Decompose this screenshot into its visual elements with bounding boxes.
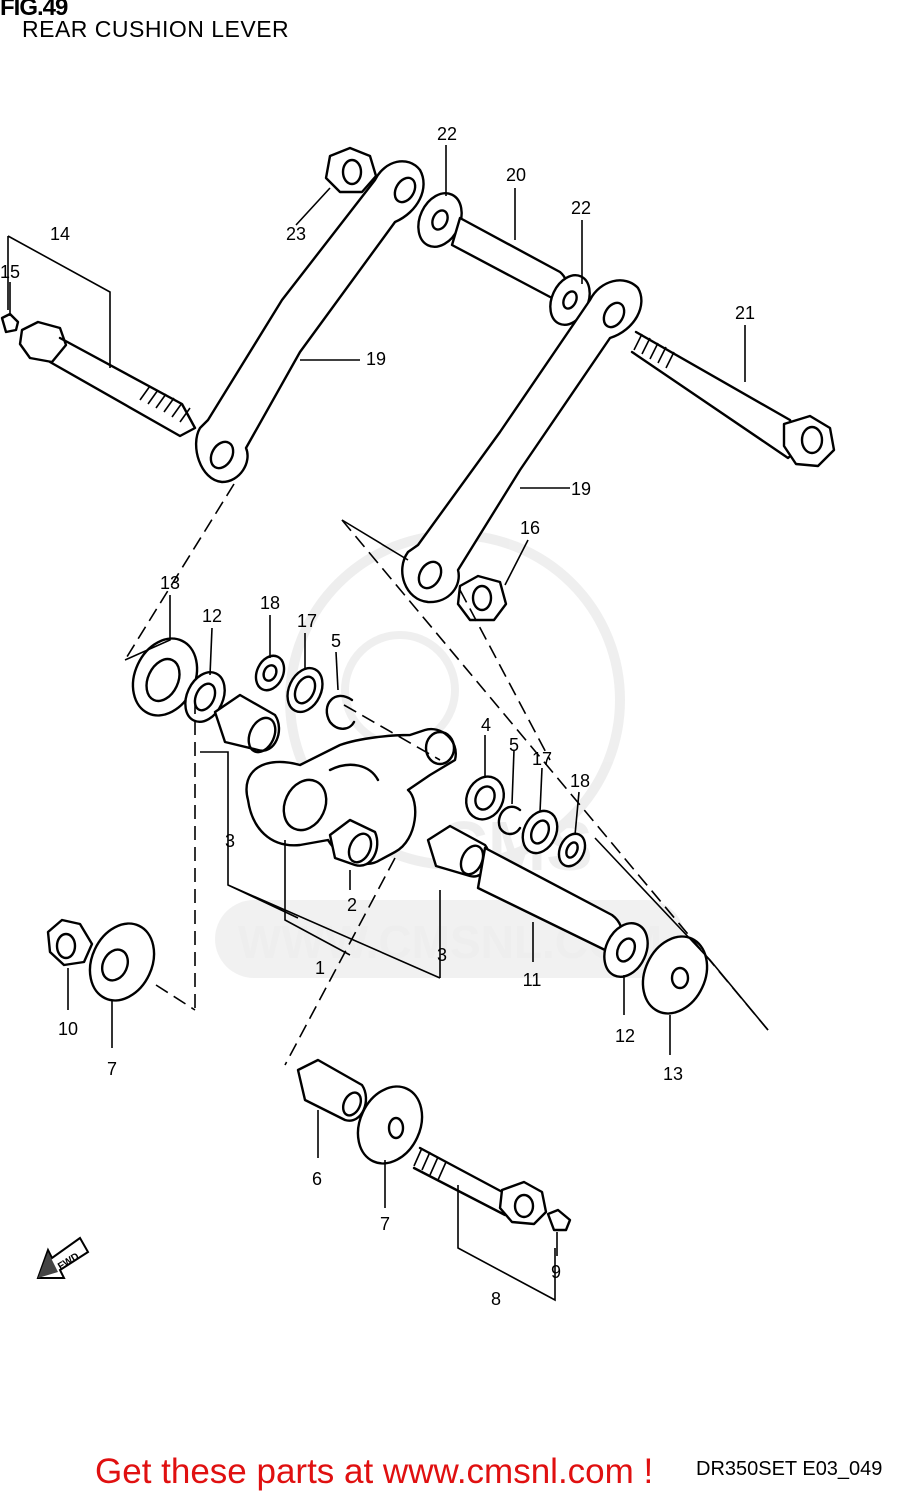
collar-6 <box>296 1058 368 1122</box>
nut-23 <box>324 146 378 194</box>
guide-line-right <box>594 837 769 1031</box>
callout-14: 14 <box>50 224 70 244</box>
callout-19: 19 <box>366 349 386 369</box>
callout-21: 21 <box>735 303 755 323</box>
diagram-code: DR350SET E03_049 <box>696 1458 883 1480</box>
link-19-right <box>401 279 643 604</box>
circlip-5-right <box>497 805 522 836</box>
cushion-lever-1 <box>245 727 457 866</box>
callout-5: 5 <box>509 735 519 755</box>
forward-arrow-icon: FWD <box>36 1236 90 1279</box>
leader-lines <box>7 145 746 1302</box>
callout-9: 9 <box>551 1262 561 1282</box>
washer-7-left <box>88 922 156 1002</box>
washer-22-left <box>417 192 463 248</box>
callout-13: 13 <box>663 1064 683 1084</box>
callout-8: 8 <box>491 1289 501 1309</box>
callout-20: 20 <box>506 165 526 185</box>
callout-13: 13 <box>160 573 180 593</box>
callout-18: 18 <box>570 771 590 791</box>
bearing-2 <box>328 818 379 867</box>
cap-18-left <box>254 654 286 692</box>
callout-18: 18 <box>260 593 280 613</box>
callout-3: 3 <box>437 945 447 965</box>
callout-7: 7 <box>107 1059 117 1079</box>
callout-22: 22 <box>571 198 591 218</box>
callout-17: 17 <box>297 611 317 631</box>
callouts: 22 20 22 23 14 15 21 19 19 16 13 12 18 1… <box>0 124 755 1309</box>
circlip-5-left <box>325 694 356 730</box>
seal-12-right <box>603 922 649 978</box>
assembly-lines <box>124 483 769 1066</box>
callout-12: 12 <box>202 606 222 626</box>
cap-18-right <box>557 832 587 868</box>
washer-13-right <box>641 935 709 1015</box>
bolt-21 <box>630 330 836 468</box>
callout-22: 22 <box>437 124 457 144</box>
callout-19: 19 <box>571 479 591 499</box>
bolt-8 <box>412 1146 548 1226</box>
page-title: REAR CUSHION LEVER <box>22 16 290 42</box>
callout-1: 1 <box>315 958 325 978</box>
nut-16 <box>456 574 508 622</box>
callout-6: 6 <box>312 1169 322 1189</box>
washer-7-bottom <box>356 1085 424 1165</box>
footer-link[interactable]: Get these parts at www.cmsnl.com ! <box>95 1452 654 1491</box>
seal-17-right <box>521 809 559 855</box>
callout-3: 3 <box>225 831 235 851</box>
nut-10 <box>46 918 94 967</box>
bush-3-left <box>213 693 281 754</box>
callout-23: 23 <box>286 224 306 244</box>
callout-5: 5 <box>331 631 341 651</box>
figure-number: FIG.49 <box>0 0 68 21</box>
callout-15: 15 <box>0 262 20 282</box>
callout-4: 4 <box>481 715 491 735</box>
link-19-left <box>195 160 425 484</box>
callout-17: 17 <box>532 749 552 769</box>
spacer-20 <box>450 216 569 300</box>
seal-17-left <box>286 666 324 714</box>
callout-2: 2 <box>347 895 357 915</box>
bolt-14 <box>0 312 197 438</box>
callout-12: 12 <box>615 1026 635 1046</box>
callout-7: 7 <box>380 1214 390 1234</box>
grease-fitting-9 <box>546 1208 572 1232</box>
guide-line-top <box>341 519 409 561</box>
callout-11: 11 <box>523 970 542 990</box>
callout-10: 10 <box>58 1019 78 1039</box>
callout-16: 16 <box>520 518 540 538</box>
bearing-4 <box>465 775 505 821</box>
